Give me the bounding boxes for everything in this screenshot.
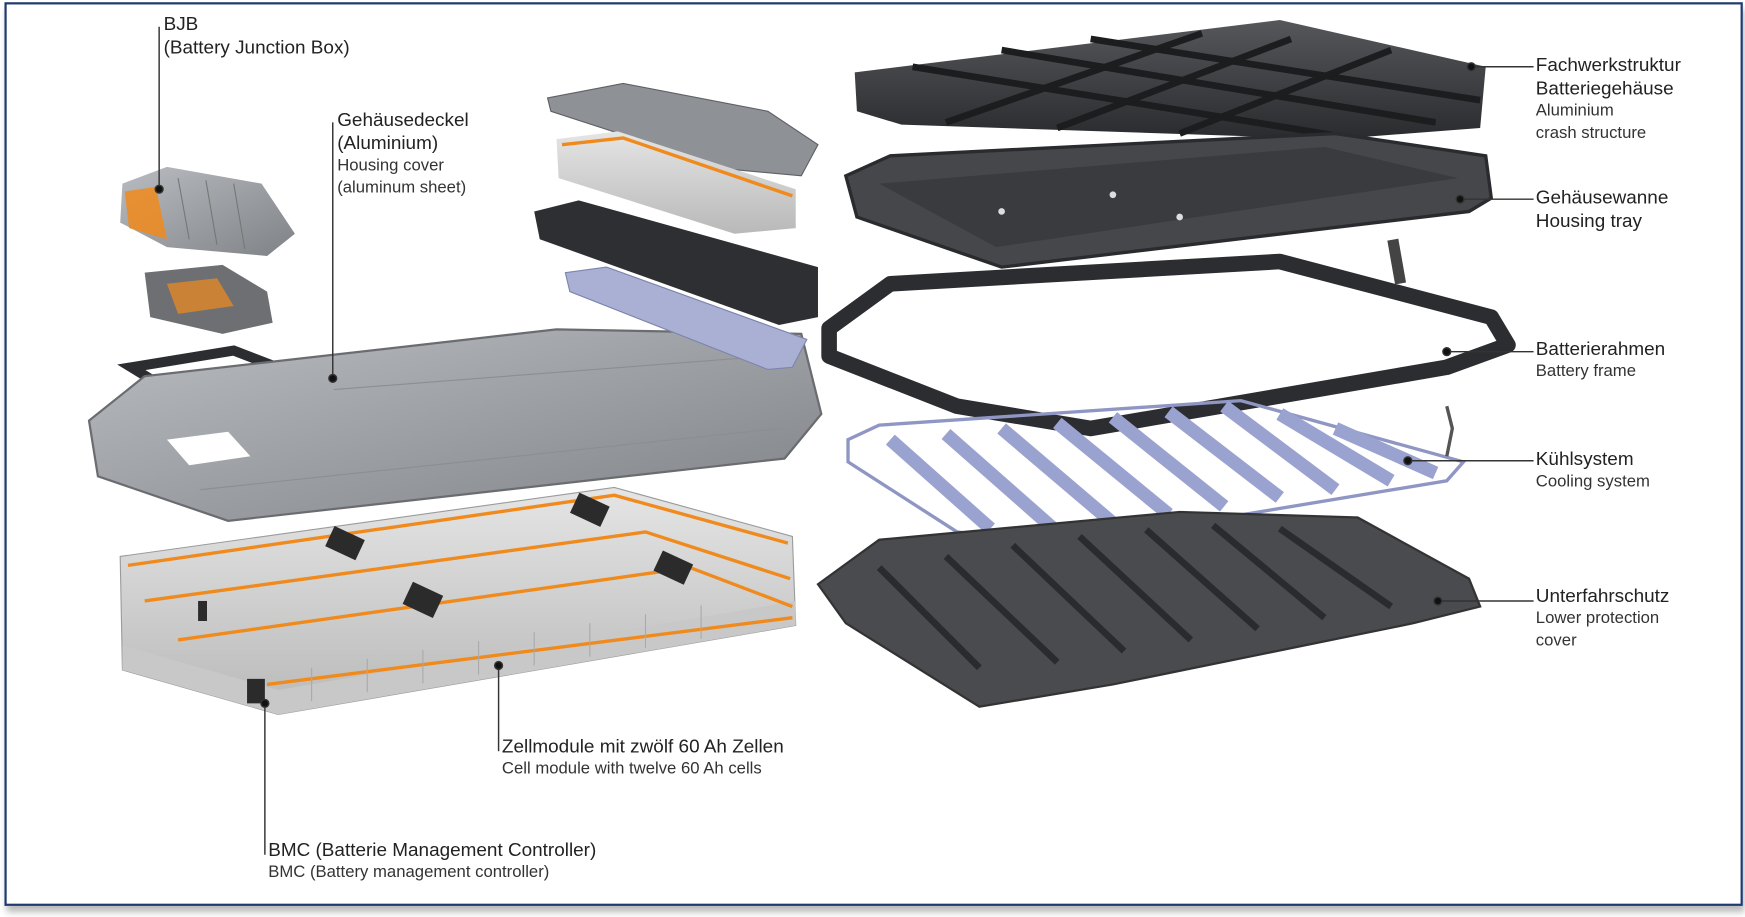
label-housing-cover-en2: (aluminum sheet) (337, 178, 467, 197)
label-cell-module-de: Zellmodule mit zwölf 60 Ah Zellen (501, 735, 784, 757)
label-housing-cover-en1: Housing cover (337, 155, 444, 175)
label-lower-cover-de: Unterfahrschutz (1535, 585, 1670, 607)
label-housing-tray: Gehäusewanne Housing tray (1536, 186, 1669, 233)
label-cooling-system-de: Kühlsystem (1535, 448, 1634, 470)
label-housing-cover-de1: Gehäusedeckel (337, 109, 469, 131)
label-crash-structure: Fachwerkstruktur Batteriegehäuse Alumini… (1536, 53, 1681, 144)
label-bjb: BJB (Battery Junction Box) (164, 12, 350, 59)
label-cooling-system: Kühlsystem Cooling system (1536, 447, 1650, 493)
label-bjb-en: (Battery Junction Box) (163, 36, 350, 58)
cooling-system (846, 398, 1467, 548)
label-crash-structure-de2: Batteriegehäuse (1535, 77, 1674, 100)
crash-structure (854, 20, 1486, 143)
label-battery-frame-de: Batterierahmen (1535, 338, 1666, 360)
label-bjb-de: BJB (163, 13, 199, 35)
label-bmc-de: BMC (Batterie Management Controller) (268, 839, 597, 861)
label-battery-frame: Batterierahmen Battery frame (1536, 337, 1665, 383)
lower-protection-cover (816, 510, 1482, 708)
leader-lines (154, 26, 1534, 855)
label-housing-cover: Gehäusedeckel (Aluminium) Housing cover … (337, 108, 468, 199)
label-housing-tray-en: Housing tray (1535, 210, 1643, 232)
label-lower-cover-en2: cover (1535, 631, 1577, 650)
label-battery-frame-en: Battery frame (1535, 361, 1636, 381)
label-lower-cover-en1: Lower protection (1535, 608, 1660, 628)
label-lower-cover: Unterfahrschutz Lower protection cover (1536, 584, 1670, 652)
label-bmc: BMC (Batterie Management Controller) BMC… (268, 838, 596, 884)
label-housing-tray-de: Gehäusewanne (1535, 186, 1669, 209)
module-tray (534, 200, 818, 325)
bjb-upper-unit (120, 166, 295, 256)
label-housing-cover-de2: (Aluminium) (337, 132, 439, 154)
cell-module-stack (119, 486, 797, 716)
housing-tray (843, 131, 1494, 269)
module-lid (546, 82, 819, 177)
module-cooling-plate (564, 266, 808, 371)
bjb-lower-unit (144, 264, 273, 334)
housing-cover (87, 328, 823, 522)
module-cells (556, 131, 796, 234)
label-crash-structure-en1: Aluminium (1535, 101, 1614, 121)
label-crash-structure-de1: Fachwerkstruktur (1535, 54, 1681, 76)
label-cell-module: Zellmodule mit zwölf 60 Ah Zellen Cell m… (502, 735, 784, 781)
label-bmc-en: BMC (Battery management controller) (268, 862, 550, 882)
label-cell-module-en: Cell module with twelve 60 Ah cells (501, 758, 762, 778)
label-crash-structure-en2: crash structure (1535, 123, 1647, 143)
label-cooling-system-en: Cooling system (1535, 471, 1650, 491)
battery-frame (821, 238, 1516, 437)
